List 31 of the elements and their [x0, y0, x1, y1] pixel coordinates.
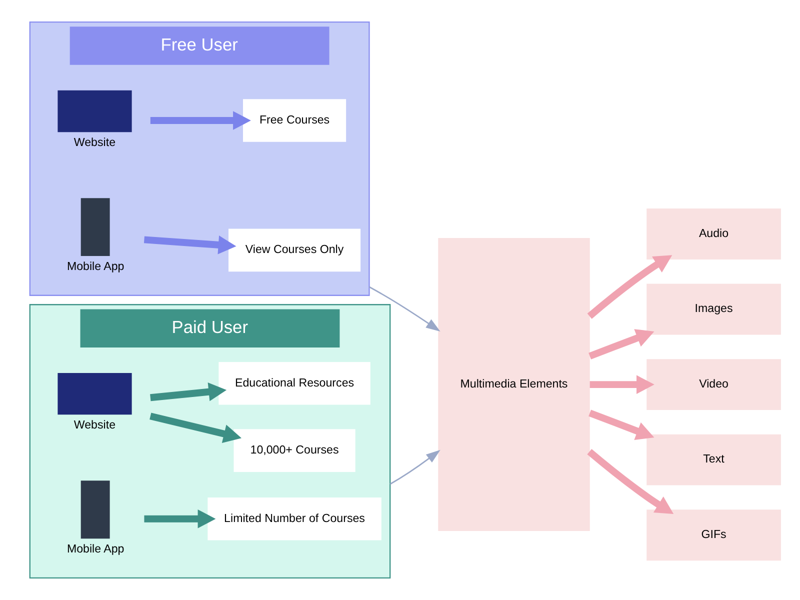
node-box: Video	[646, 359, 780, 410]
arrow	[589, 375, 654, 394]
arrow	[588, 329, 654, 360]
node-box: Audio	[646, 208, 780, 260]
node-phone	[80, 480, 110, 539]
arrow	[588, 410, 654, 440]
node-box: Text	[646, 434, 780, 486]
node-label: Mobile App	[66, 543, 124, 556]
node-box: Images	[646, 284, 780, 335]
arrow	[149, 412, 241, 444]
node-box: GIFs	[646, 510, 780, 561]
node-box: Free Courses	[242, 99, 346, 142]
node-box: Multimedia Elements	[438, 238, 590, 532]
arrow	[389, 450, 440, 485]
arrow	[150, 382, 226, 402]
node-label: Website	[73, 420, 116, 432]
node-phone	[80, 198, 110, 256]
arrow	[586, 255, 672, 319]
arrow	[150, 111, 250, 130]
node-laptop	[57, 372, 132, 415]
arrow	[368, 286, 440, 332]
arrow	[143, 236, 236, 254]
node-label: Website	[73, 136, 116, 149]
node-laptop	[57, 90, 132, 132]
arrow	[586, 449, 674, 514]
node-box: Educational Resources	[218, 362, 370, 405]
node-box: View Courses Only	[228, 228, 360, 272]
node-box: 10,000+ Courses	[233, 429, 355, 472]
node-label: Mobile App	[66, 260, 124, 273]
node-box: Limited Number of Courses	[207, 497, 381, 540]
arrow	[144, 510, 216, 528]
